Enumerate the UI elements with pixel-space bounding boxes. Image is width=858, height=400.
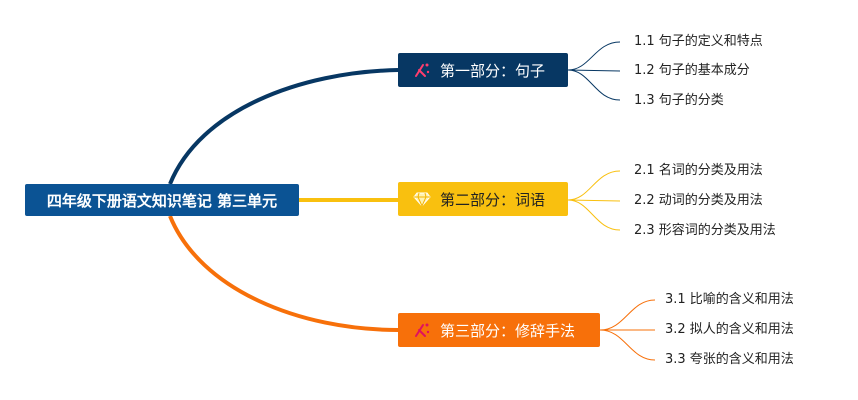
sparkle-icon — [412, 320, 432, 340]
leaf-node[interactable]: 1.2 句子的基本成分 — [634, 63, 750, 78]
leaf-node[interactable]: 1.1 句子的定义和特点 — [634, 34, 763, 49]
branch-label: 第三部分：修辞手法 — [440, 321, 576, 340]
root-label: 四年级下册语文知识笔记 第三单元 — [46, 191, 278, 210]
connectors-branch-1 — [567, 41, 621, 101]
connector-root-branch-3 — [168, 215, 399, 332]
leaf-node[interactable]: 3.1 比喻的含义和用法 — [665, 292, 794, 307]
branch-node-2[interactable]: 第二部分：词语 — [398, 182, 568, 216]
branch-node-3[interactable]: 第三部分：修辞手法 — [398, 313, 600, 347]
leaf-node[interactable]: 2.1 名词的分类及用法 — [634, 163, 763, 178]
root-node[interactable]: 四年级下册语文知识笔记 第三单元 — [25, 184, 299, 216]
branch-label: 第一部分：句子 — [440, 61, 546, 80]
leaf-node[interactable]: 1.3 句子的分类 — [634, 93, 724, 108]
leaf-node[interactable]: 3.2 拟人的含义和用法 — [665, 322, 794, 337]
sparkle-icon — [412, 60, 432, 80]
connectors-branch-3 — [599, 299, 656, 361]
leaf-node[interactable]: 2.3 形容词的分类及用法 — [634, 223, 776, 238]
branch-node-1[interactable]: 第一部分：句子 — [398, 53, 568, 87]
branch-label: 第二部分：词语 — [440, 190, 546, 209]
leaf-node[interactable]: 3.3 夸张的含义和用法 — [665, 352, 794, 367]
connector-root-branch-1 — [168, 68, 399, 185]
gem-icon — [412, 189, 432, 209]
connectors-branch-2 — [567, 170, 621, 231]
leaf-node[interactable]: 2.2 动词的分类及用法 — [634, 193, 763, 208]
